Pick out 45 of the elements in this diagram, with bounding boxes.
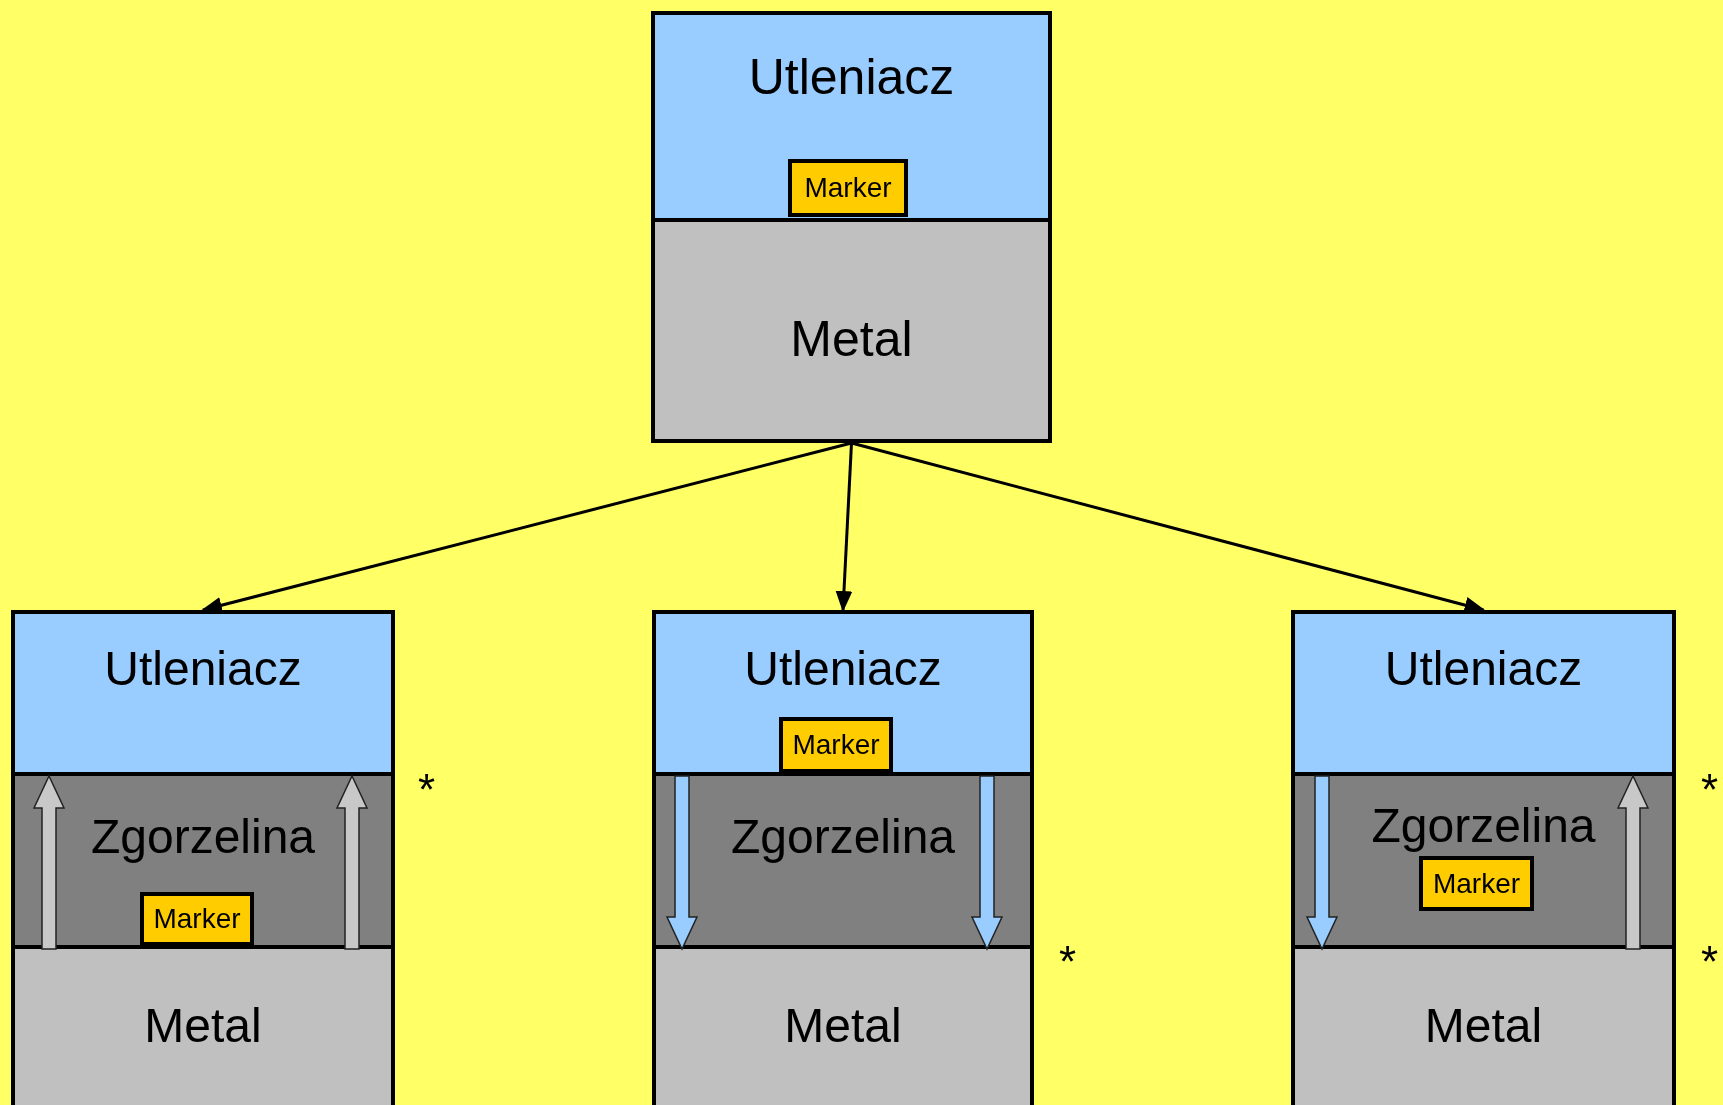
marker-box bbox=[779, 717, 893, 773]
layer-label: Metal bbox=[143, 1002, 263, 1050]
oxidant-layer bbox=[655, 15, 1048, 222]
layer-label: Metal bbox=[1423, 1002, 1544, 1050]
marker-box bbox=[788, 159, 908, 217]
interface-mark: * bbox=[418, 768, 436, 812]
metal-layer bbox=[15, 949, 391, 1105]
interface-mark: * bbox=[1701, 940, 1719, 984]
interface-mark: * bbox=[1701, 768, 1719, 812]
scale-layer bbox=[15, 776, 391, 949]
layer-label: Utleniacz bbox=[743, 645, 943, 693]
scale-layer bbox=[1295, 776, 1672, 949]
marker-label: Marker bbox=[804, 174, 892, 202]
specimen-block bbox=[651, 11, 1052, 443]
block-arrow bbox=[1616, 774, 1650, 950]
layer-label: Utleniacz bbox=[747, 52, 956, 102]
block-arrow bbox=[32, 774, 66, 950]
specimen-block bbox=[11, 610, 395, 1105]
metal-layer bbox=[655, 222, 1048, 439]
block-arrow bbox=[665, 775, 699, 951]
oxidant-layer bbox=[1295, 614, 1672, 776]
block-arrow bbox=[335, 774, 369, 950]
layer-label: Zgorzelina bbox=[729, 813, 957, 861]
layer-label: Zgorzelina bbox=[89, 813, 317, 861]
scale-layer bbox=[656, 776, 1030, 949]
layer-label: Zgorzelina bbox=[1370, 802, 1597, 850]
block-arrow bbox=[970, 775, 1004, 951]
marker-label: Marker bbox=[792, 731, 880, 759]
layer-label: Metal bbox=[789, 314, 914, 364]
metal-layer bbox=[1295, 949, 1672, 1105]
marker-box bbox=[1419, 856, 1534, 911]
specimen-block bbox=[1291, 610, 1676, 1105]
interface-mark: * bbox=[1059, 940, 1077, 984]
marker-label: Marker bbox=[153, 905, 241, 933]
layer-label: Utleniacz bbox=[1383, 645, 1584, 693]
specimen-block bbox=[652, 610, 1034, 1105]
oxidant-layer bbox=[656, 614, 1030, 776]
layer-label: Utleniacz bbox=[103, 645, 303, 693]
metal-layer bbox=[656, 949, 1030, 1105]
block-arrow bbox=[1305, 775, 1339, 951]
arrow bbox=[835, 442, 853, 613]
marker-label: Marker bbox=[1432, 869, 1521, 898]
oxidant-layer bbox=[15, 614, 391, 776]
marker-box bbox=[140, 892, 254, 946]
layer-label: Metal bbox=[783, 1002, 903, 1050]
